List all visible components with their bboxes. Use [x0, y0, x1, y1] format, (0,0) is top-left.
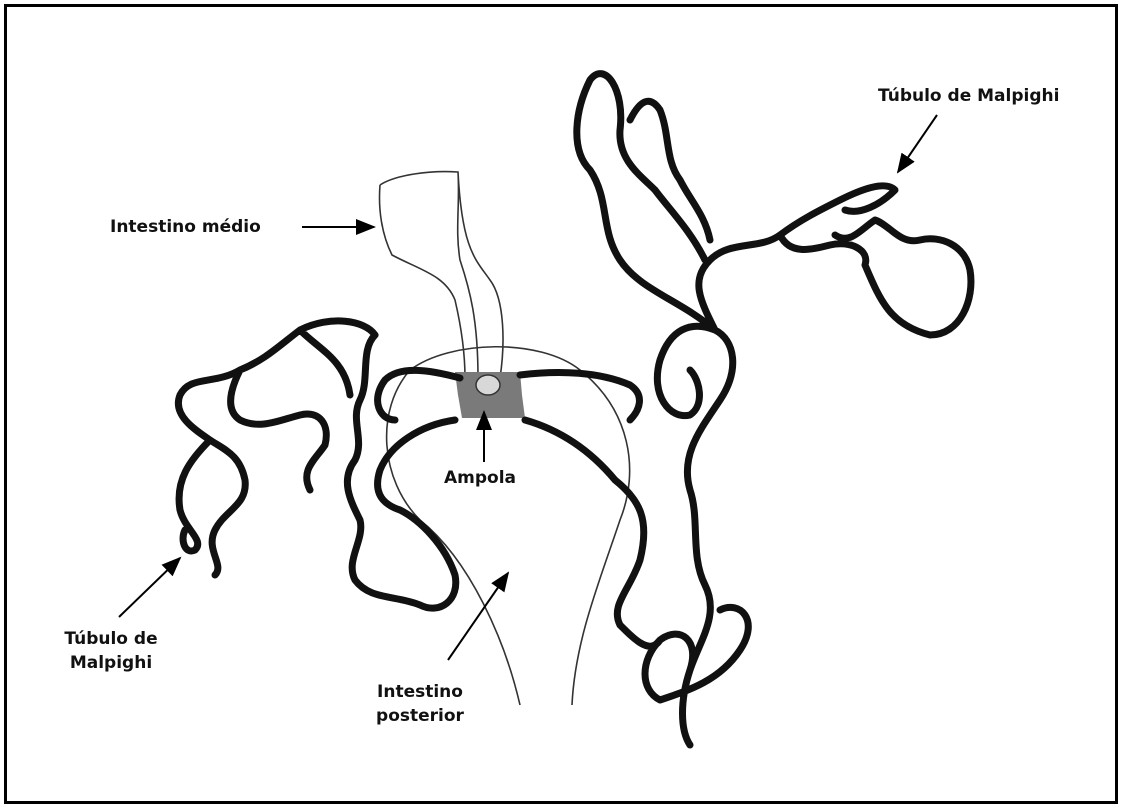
label-tubule-top-right: Túbulo de Malpighi [878, 84, 1059, 108]
label-ampulla: Ampola [444, 466, 516, 490]
ampulla-center [476, 375, 500, 395]
label-tubule-left-line2: Malpighi [46, 651, 176, 675]
label-hindgut-line2: posterior [365, 704, 475, 728]
label-tubule-left: Túbulo de Malpighi [46, 627, 176, 675]
label-hindgut-line1: Intestino [365, 680, 475, 704]
label-tubule-left-line1: Túbulo de [46, 627, 176, 651]
label-midgut: Intestino médio [110, 215, 261, 239]
label-hindgut: Intestino posterior [365, 680, 475, 728]
tubule-right [520, 74, 971, 745]
arrow-tubule-top-right [898, 115, 937, 172]
arrow-tubule-left [119, 558, 180, 617]
